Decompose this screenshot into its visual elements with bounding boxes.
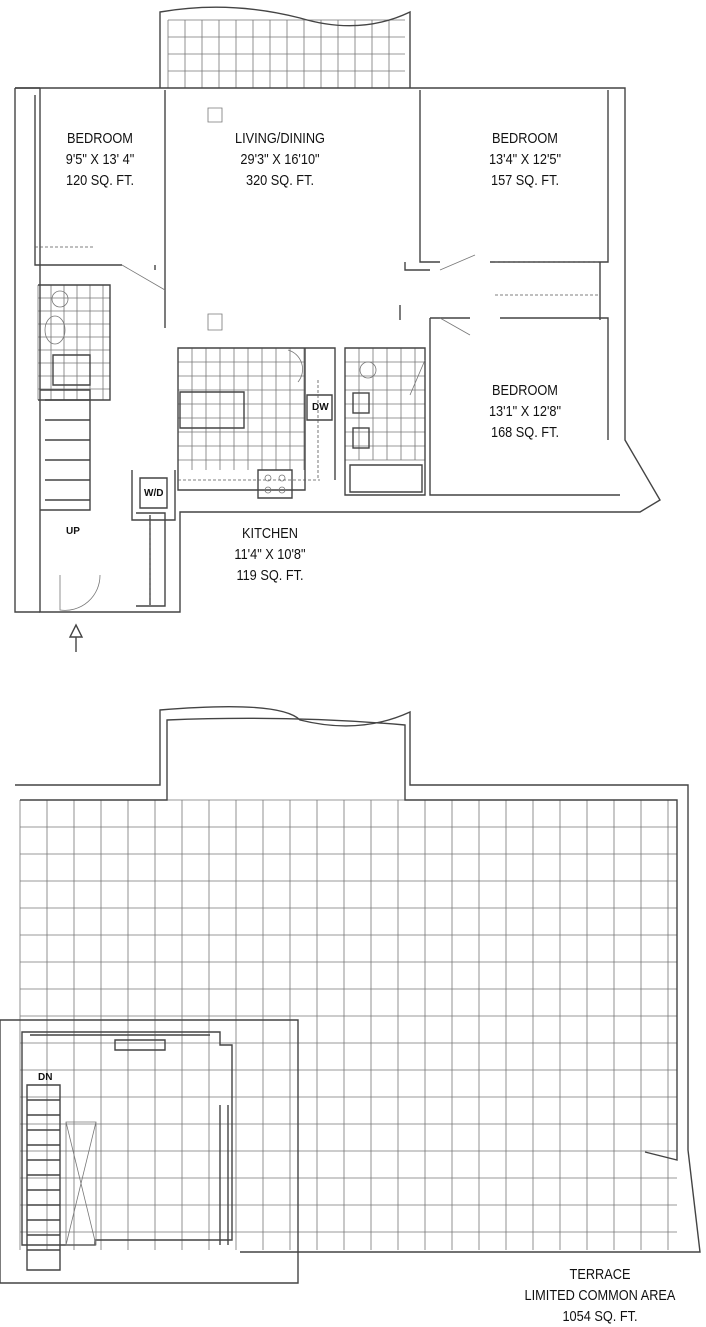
island <box>179 391 245 429</box>
kitchen-tile-grid <box>177 347 305 470</box>
bath-tile-grid <box>344 347 425 461</box>
stair <box>40 389 91 511</box>
stair-room <box>0 1019 299 1284</box>
tile-grids <box>19 19 677 1250</box>
bedroom-3-label: BEDROOM 13'1" X 12'8" 168 SQ. FT. <box>466 380 585 443</box>
balcony-tile-grid <box>167 19 405 89</box>
terrace-tile-grid <box>19 799 677 1250</box>
room-name: KITCHEN <box>242 525 298 542</box>
room-area: 120 SQ. FT. <box>65 172 135 189</box>
kitchen-walls <box>177 347 426 499</box>
bath-1-tile-grid <box>37 284 110 400</box>
kitchen-label: KITCHEN 11'4" X 10'8" 119 SQ. FT. <box>211 523 330 586</box>
closet-x <box>65 1121 97 1246</box>
terrace-inner <box>20 717 678 1161</box>
room-name: BEDROOM <box>492 382 558 399</box>
room-name: LIVING/DINING <box>235 130 325 147</box>
toilet-2 <box>359 361 377 379</box>
entry-closet <box>136 512 166 607</box>
room-dims: 9'5" X 13' 4" <box>65 151 135 168</box>
stairs-down-label: DN <box>38 1072 53 1083</box>
bedroom-2-label: BEDROOM 13'4" X 12'5" 157 SQ. FT. <box>466 128 585 191</box>
burner <box>264 474 272 482</box>
bedroom-1-label: BEDROOM 9'5" X 13' 4" 120 SQ. FT. <box>49 128 151 191</box>
closet-rod <box>35 246 600 605</box>
burner <box>278 474 286 482</box>
room-area: 157 SQ. FT. <box>490 172 560 189</box>
dishwasher-box <box>306 394 333 421</box>
room-dims: 13'4" X 12'5" <box>488 151 562 168</box>
washer-dryer-box <box>131 470 176 521</box>
doors <box>59 254 476 611</box>
living-dining-label: LIVING/DINING 29'3" X 16'10" 320 SQ. FT. <box>212 128 348 191</box>
room-name: BEDROOM <box>67 130 133 147</box>
burner <box>264 486 272 494</box>
room-name: TERRACE <box>569 1266 631 1283</box>
terrace-outline <box>15 705 701 1253</box>
room-dims: 29'3" X 16'10" <box>240 151 320 168</box>
stair-down <box>26 1084 61 1271</box>
columns <box>207 107 223 331</box>
balcony-outline <box>159 6 411 88</box>
terrace-label: TERRACE LIMITED COMMON AREA 1054 SQ. FT. <box>515 1264 685 1327</box>
room-name: BEDROOM <box>492 130 558 147</box>
skylight <box>30 1034 229 1245</box>
bathtub <box>349 464 423 493</box>
apartment-inner-wall <box>14 87 40 613</box>
room-area: 168 SQ. FT. <box>490 424 560 441</box>
stairs-up-label: UP <box>66 526 80 537</box>
bedroom-1-walls <box>34 90 166 328</box>
room-subtitle: LIMITED COMMON AREA <box>524 1287 676 1304</box>
burner <box>278 486 286 494</box>
toilet <box>51 290 69 308</box>
apartment-outer-wall <box>15 87 661 613</box>
entry-arrow-icon <box>68 623 84 652</box>
room-dims: 11'4" X 10'8" <box>234 546 306 563</box>
room-area: 119 SQ. FT. <box>236 567 304 584</box>
bathroom-walls <box>38 284 111 401</box>
bedroom-3-walls <box>399 305 620 496</box>
room-dims: 13'1" X 12'8" <box>488 403 562 420</box>
sink-3 <box>352 427 370 449</box>
sink <box>44 315 66 345</box>
sink-2 <box>352 392 370 414</box>
dishwasher-label: DW <box>312 402 329 413</box>
room-area: 320 SQ. FT. <box>245 172 315 189</box>
room-area: 1054 SQ. FT. <box>562 1308 638 1325</box>
washer-dryer-label: W/D <box>144 488 164 499</box>
bedroom-2-walls <box>404 90 609 320</box>
